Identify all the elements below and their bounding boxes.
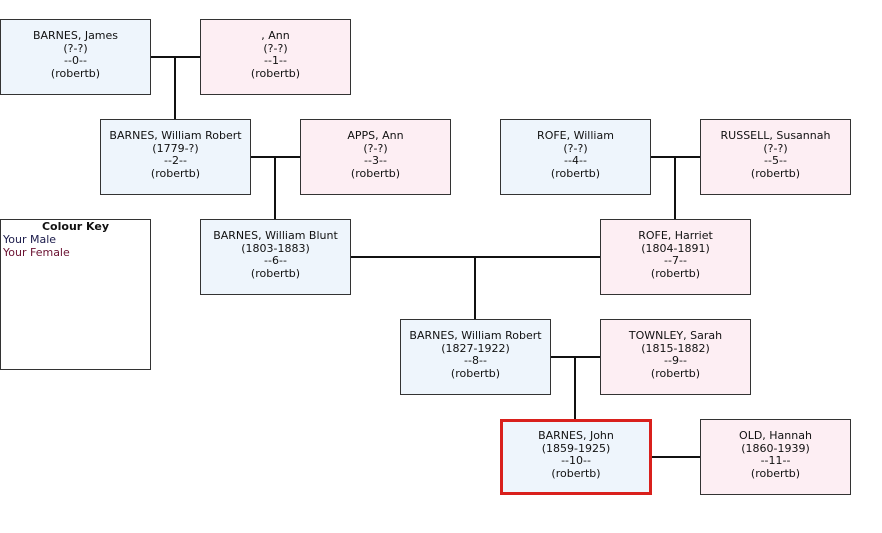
person-dates: (?-?) (263, 41, 288, 55)
person-id: --10-- (561, 454, 591, 467)
person-user: (robertb) (750, 166, 801, 180)
person-name: BARNES, William Robert (109, 129, 242, 142)
person-dates: (?-?) (763, 141, 788, 155)
connector-line (174, 56, 176, 119)
person-user: (robertb) (650, 366, 701, 380)
person-box-rofe-william[interactable]: ROFE, William (?-?) --4-- (robertb) (500, 119, 651, 195)
colour-key: Colour Key Your Male Your Female (0, 219, 151, 370)
person-dates: (?-?) (363, 141, 388, 155)
person-name: BARNES, James (32, 29, 119, 42)
person-id: --3-- (364, 154, 387, 167)
person-user: (robertb) (550, 166, 601, 180)
person-box-barnes-james[interactable]: BARNES, James (?-?) --0-- (robertb) (0, 19, 151, 95)
person-name: APPS, Ann (347, 129, 404, 142)
person-id: --2-- (164, 154, 187, 167)
person-name: BARNES, William Blunt (213, 229, 338, 242)
person-box-barnes-william-blunt[interactable]: BARNES, William Blunt (1803-1883) --6-- … (200, 219, 351, 295)
person-box-barnes-william-robert-1779[interactable]: BARNES, William Robert (1779-?) --2-- (r… (100, 119, 251, 195)
connector-line (251, 156, 301, 158)
person-name: BARNES, William Robert (409, 329, 542, 342)
person-box-ann[interactable]: , Ann (?-?) --1-- (robertb) (200, 19, 351, 95)
person-dates: (1803-1883) (241, 241, 310, 255)
person-id: --9-- (664, 354, 687, 367)
person-id: --1-- (264, 54, 287, 67)
person-name: BARNES, John (538, 429, 614, 442)
person-user: (robertb) (650, 266, 701, 280)
connector-line (474, 256, 476, 319)
person-id: --7-- (664, 254, 687, 267)
person-id: --0-- (64, 54, 87, 67)
connector-line (651, 156, 701, 158)
person-user: (robertb) (50, 66, 101, 80)
person-id: --4-- (564, 154, 587, 167)
person-user: (robertb) (350, 166, 401, 180)
person-user: (robertb) (450, 366, 501, 380)
connector-line (274, 156, 276, 219)
colour-key-female: Your Female (3, 246, 70, 259)
person-box-apps-ann[interactable]: APPS, Ann (?-?) --3-- (robertb) (300, 119, 451, 195)
person-dates: (1804-1891) (641, 241, 710, 255)
connector-line (574, 356, 576, 419)
person-name: OLD, Hannah (739, 429, 812, 442)
person-user: (robertb) (150, 166, 201, 180)
person-dates: (1827-1922) (441, 341, 510, 355)
person-user: (robertb) (750, 466, 801, 480)
person-dates: (1859-1925) (541, 441, 611, 455)
person-box-old-hannah[interactable]: OLD, Hannah (1860-1939) --11-- (robertb) (700, 419, 851, 495)
person-user: (robertb) (250, 266, 301, 280)
person-dates: (?-?) (63, 41, 88, 55)
connector-line (151, 56, 201, 58)
colour-key-male: Your Male (3, 233, 57, 246)
connector-line (551, 356, 601, 358)
person-id: --5-- (764, 154, 787, 167)
person-name: RUSSELL, Susannah (720, 129, 831, 142)
person-user: (robertb) (250, 66, 301, 80)
person-dates: (?-?) (563, 141, 588, 155)
person-dates: (1860-1939) (741, 441, 810, 455)
person-id: --8-- (464, 354, 487, 367)
person-user: (robertb) (551, 466, 601, 480)
connector-line (674, 156, 676, 219)
person-box-barnes-william-robert-1827[interactable]: BARNES, William Robert (1827-1922) --8--… (400, 319, 551, 395)
person-id: --11-- (760, 454, 791, 467)
connector-line (651, 456, 701, 458)
person-dates: (1815-1882) (641, 341, 710, 355)
person-name: ROFE, William (537, 129, 614, 142)
person-name: TOWNLEY, Sarah (628, 329, 723, 342)
person-box-rofe-harriet[interactable]: ROFE, Harriet (1804-1891) --7-- (robertb… (600, 219, 751, 295)
person-box-townley-sarah[interactable]: TOWNLEY, Sarah (1815-1882) --9-- (robert… (600, 319, 751, 395)
person-id: --6-- (264, 254, 287, 267)
colour-key-title: Colour Key (41, 220, 109, 233)
person-name: , Ann (261, 29, 290, 42)
person-name: ROFE, Harriet (638, 229, 713, 242)
connector-line (351, 256, 601, 258)
person-box-barnes-john-selected[interactable]: BARNES, John (1859-1925) --10-- (robertb… (500, 419, 652, 495)
person-dates: (1779-?) (152, 141, 199, 155)
person-box-russell-susannah[interactable]: RUSSELL, Susannah (?-?) --5-- (robertb) (700, 119, 851, 195)
